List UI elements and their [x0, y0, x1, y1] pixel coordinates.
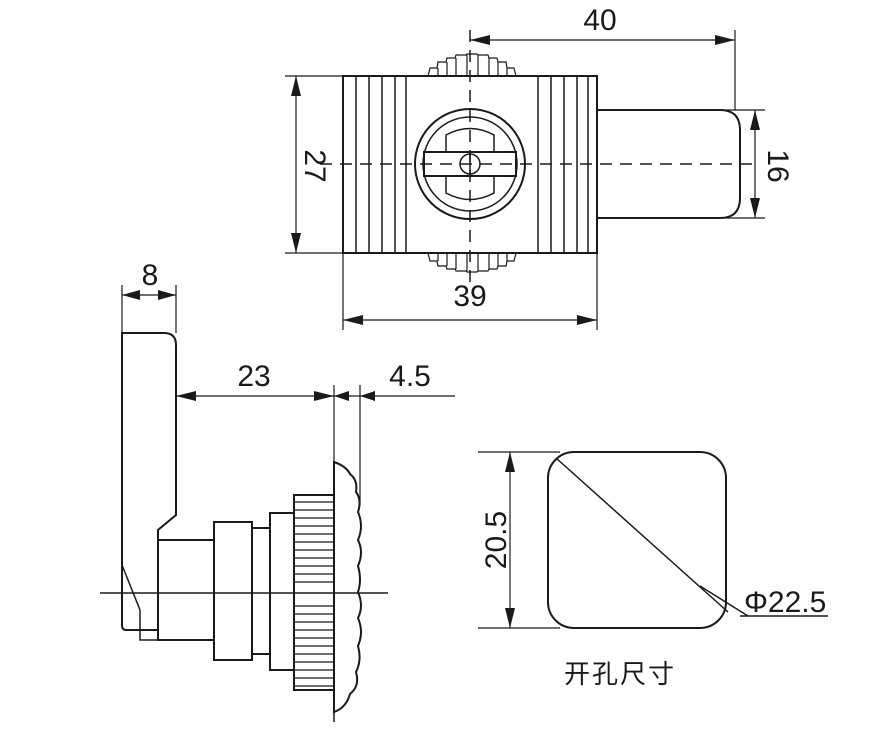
dimension-16: 16	[720, 109, 794, 219]
cutout-caption: 开孔尺寸	[564, 660, 676, 690]
cutout-outline	[547, 451, 727, 629]
dimension-label-4-5: 4.5	[389, 360, 431, 393]
dimension-23: 23	[176, 360, 335, 462]
side-view	[100, 332, 388, 722]
dimension-label-27: 27	[298, 149, 331, 182]
dimension-label-23: 23	[237, 360, 270, 393]
knurl-lines	[294, 501, 334, 687]
cutout-view: Φ22.5	[547, 451, 828, 629]
dimension-27: 27	[285, 75, 343, 254]
nut-teeth-top	[427, 53, 517, 77]
dimension-39: 39	[342, 253, 598, 330]
body-collar	[213, 521, 253, 661]
washer	[251, 527, 271, 655]
dimension-label-8: 8	[142, 259, 159, 292]
dimension-label-16: 16	[761, 149, 794, 182]
key-plug	[423, 151, 517, 177]
nut-teeth-bottom	[427, 252, 517, 273]
dimension-4-5: 4.5	[334, 360, 455, 505]
nut-body	[269, 512, 295, 671]
dimension-20-5: 20.5	[478, 451, 560, 629]
dimension-8: 8	[121, 259, 177, 333]
dimension-label-20-5: 20.5	[480, 511, 513, 569]
panel-face	[333, 460, 362, 714]
dimension-label-40: 40	[583, 4, 616, 37]
dimension-label-diameter: Φ22.5	[744, 586, 826, 619]
cutout-diagonal	[555, 457, 729, 613]
shaft	[157, 539, 215, 641]
front-view	[320, 30, 760, 285]
dimension-label-39: 39	[453, 280, 486, 313]
dimension-40: 40	[470, 4, 736, 110]
